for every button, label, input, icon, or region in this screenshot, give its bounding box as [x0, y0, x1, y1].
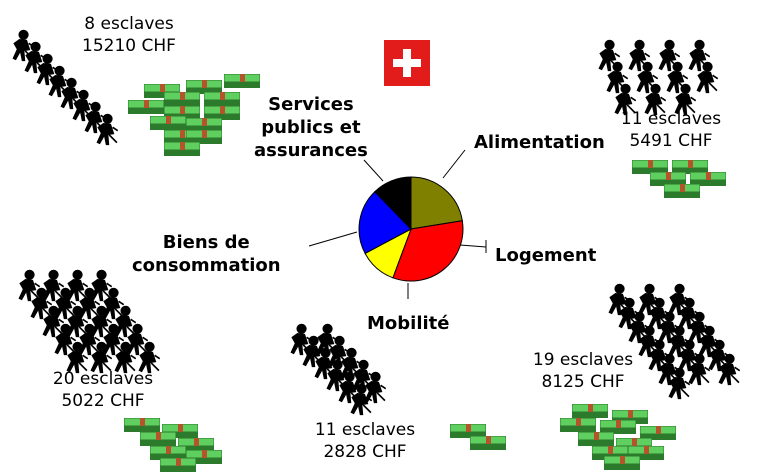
category-label-biens: Biens de consommation	[132, 231, 281, 277]
slave-figure-biens	[65, 268, 88, 302]
banknote-stack-alimentation	[632, 160, 668, 174]
banknote-stack-mobilite	[450, 424, 486, 438]
category-label-services-line3: assurances	[254, 140, 368, 161]
banknote-stack-alimentation	[672, 160, 708, 174]
slave-figure-biens	[17, 268, 40, 302]
count-label-logement: 19 esclaves 8125 CHF	[528, 349, 638, 393]
category-label-services: Services publics et assurances	[254, 93, 368, 162]
banknote-stack-services	[128, 100, 164, 114]
amount-alimentation: 5491 CHF	[629, 131, 713, 151]
leader-lines	[308, 149, 487, 299]
count-label-biens: 20 esclaves 5022 CHF	[48, 368, 158, 412]
leader-line-services	[363, 159, 384, 182]
pie-slice-1	[410, 176, 463, 230]
pie-slice-2	[392, 220, 464, 282]
banknote-stack-biens	[124, 418, 160, 432]
pie-slice-4	[358, 190, 412, 255]
category-label-services-line2: publics et	[261, 117, 361, 138]
pie-chart	[358, 176, 464, 282]
banknote-stack-biens	[140, 432, 176, 446]
banknote-stack-logement	[572, 404, 608, 418]
pie-slice-5	[374, 176, 412, 231]
category-label-services-line1: Services	[268, 94, 354, 115]
count-label-services: 8 esclaves 15210 CHF	[74, 13, 184, 57]
banknote-stack-services	[186, 80, 222, 94]
banknote-stack-logement	[600, 420, 636, 434]
banknote-stack-services	[224, 74, 260, 88]
category-label-alimentation: Alimentation	[474, 132, 605, 153]
banknote-stack-services	[186, 130, 222, 144]
leader-line-logement	[459, 244, 487, 248]
slave-count-mobilite: 11 esclaves	[314, 420, 416, 440]
slave-count-biens: 20 esclaves	[52, 369, 154, 389]
slave-count-alimentation: 11 esclaves	[620, 109, 722, 129]
amount-logement: 8125 CHF	[541, 372, 625, 392]
category-label-mobilite: Mobilité	[367, 313, 450, 334]
category-label-biens-line1: Biens de	[162, 232, 250, 253]
banknote-stack-alimentation	[690, 172, 726, 186]
banknote-stack-biens	[160, 458, 196, 472]
banknote-stack-services	[204, 92, 240, 106]
banknote-stack-logement	[640, 426, 676, 440]
slave-figure-biens	[89, 268, 112, 302]
swiss-flag-icon	[384, 40, 430, 86]
banknote-stack-services	[150, 116, 186, 130]
amount-services: 15210 CHF	[82, 36, 176, 56]
leader-line-alimentation	[442, 149, 466, 179]
category-label-logement: Logement	[495, 245, 597, 266]
amount-mobilite: 2828 CHF	[323, 442, 407, 462]
banknote-stack-logement	[604, 456, 640, 470]
banknote-stack-mobilite	[470, 436, 506, 450]
count-label-alimentation: 11 esclaves 5491 CHF	[616, 108, 726, 152]
amount-biens: 5022 CHF	[61, 391, 145, 411]
slave-count-services: 8 esclaves	[84, 14, 174, 34]
banknote-stack-services	[164, 142, 200, 156]
banknote-stack-alimentation	[664, 184, 700, 198]
banknote-stack-services	[186, 118, 222, 132]
banknote-stack-logement	[560, 418, 596, 432]
banknote-stack-biens	[150, 446, 186, 460]
banknote-stack-services	[164, 92, 200, 106]
leader-line-biens	[308, 231, 358, 247]
slave-count-logement: 19 esclaves	[532, 350, 634, 370]
banknote-stack-alimentation	[650, 172, 686, 186]
banknote-stack-logement	[578, 432, 614, 446]
slave-figure-biens	[41, 268, 64, 302]
category-label-biens-line2: consommation	[132, 255, 281, 276]
count-label-mobilite: 11 esclaves 2828 CHF	[310, 419, 420, 463]
banknote-stack-services	[204, 106, 240, 120]
